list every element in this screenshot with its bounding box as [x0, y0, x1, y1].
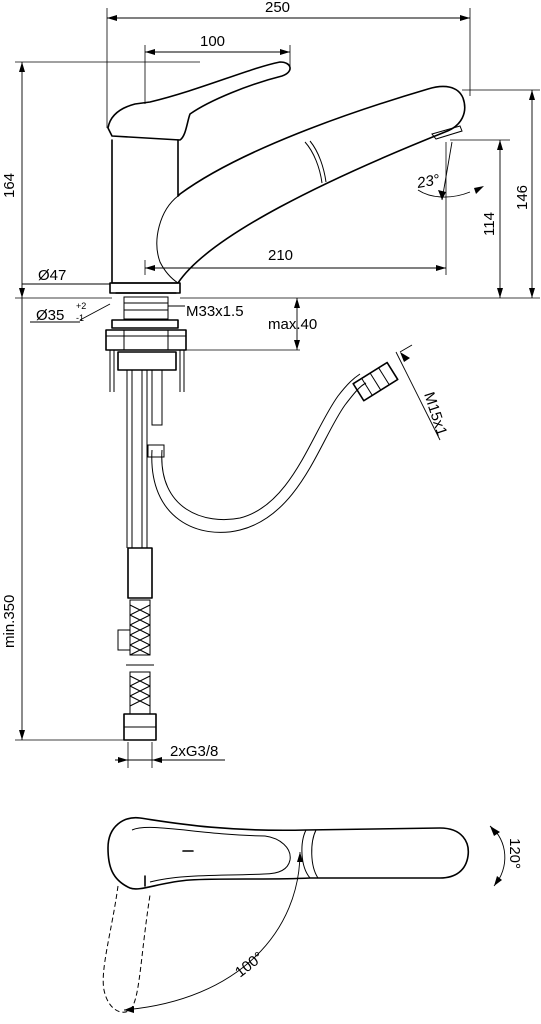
label-100: 100 — [200, 33, 225, 50]
label-m15: M15x1 — [420, 390, 450, 438]
spray-nozzle — [431, 125, 463, 140]
dimension-lines — [15, 8, 540, 768]
mounting-nut — [105, 329, 187, 351]
bracket — [117, 351, 177, 371]
label-23deg: 23° — [415, 171, 441, 192]
lever-handle — [107, 61, 291, 141]
braided-hose — [129, 599, 151, 656]
label-100deg: 100° — [232, 949, 267, 982]
hose-fitting — [127, 547, 153, 599]
label-min350: min.350 — [1, 595, 18, 648]
label-max40: max.40 — [268, 316, 317, 333]
faucet-side-view — [107, 61, 466, 294]
label-114: 114 — [481, 212, 498, 236]
rotated-lever-outline — [102, 885, 151, 1013]
label-120deg: 120° — [506, 838, 523, 869]
label-210: 210 — [268, 247, 293, 264]
braided-hose-lower — [129, 671, 151, 715]
label-250: 250 — [265, 0, 290, 16]
label-tol-minus: -1 — [76, 313, 84, 323]
label-m33: M33x1.5 — [186, 303, 244, 320]
dimension-labels: 250 100 164 146 114 210 23° Ø47 Ø35 +2 -… — [1, 0, 531, 981]
faucet-top-view — [102, 817, 506, 1013]
supply-hoses — [117, 369, 163, 741]
body-curve — [156, 195, 179, 284]
washer-plate — [111, 319, 179, 329]
spout-joint — [304, 141, 323, 184]
threaded-shank — [123, 296, 169, 320]
top-view-lever — [131, 826, 291, 883]
label-g38: 2xG3/8 — [170, 743, 218, 760]
hose-clip — [117, 629, 131, 651]
pullout-hose — [147, 361, 399, 533]
faucet-body — [111, 85, 466, 284]
label-dia35: Ø35 — [36, 307, 64, 324]
label-146: 146 — [514, 185, 531, 210]
top-view-body — [107, 817, 470, 890]
pullout-guide — [151, 369, 163, 426]
label-tol-plus: +2 — [76, 301, 86, 311]
base-ring — [109, 282, 181, 294]
label-164: 164 — [1, 173, 18, 198]
mounting-assembly — [105, 296, 187, 392]
spout-joint-2 — [309, 140, 327, 183]
label-dia47: Ø47 — [38, 267, 66, 284]
